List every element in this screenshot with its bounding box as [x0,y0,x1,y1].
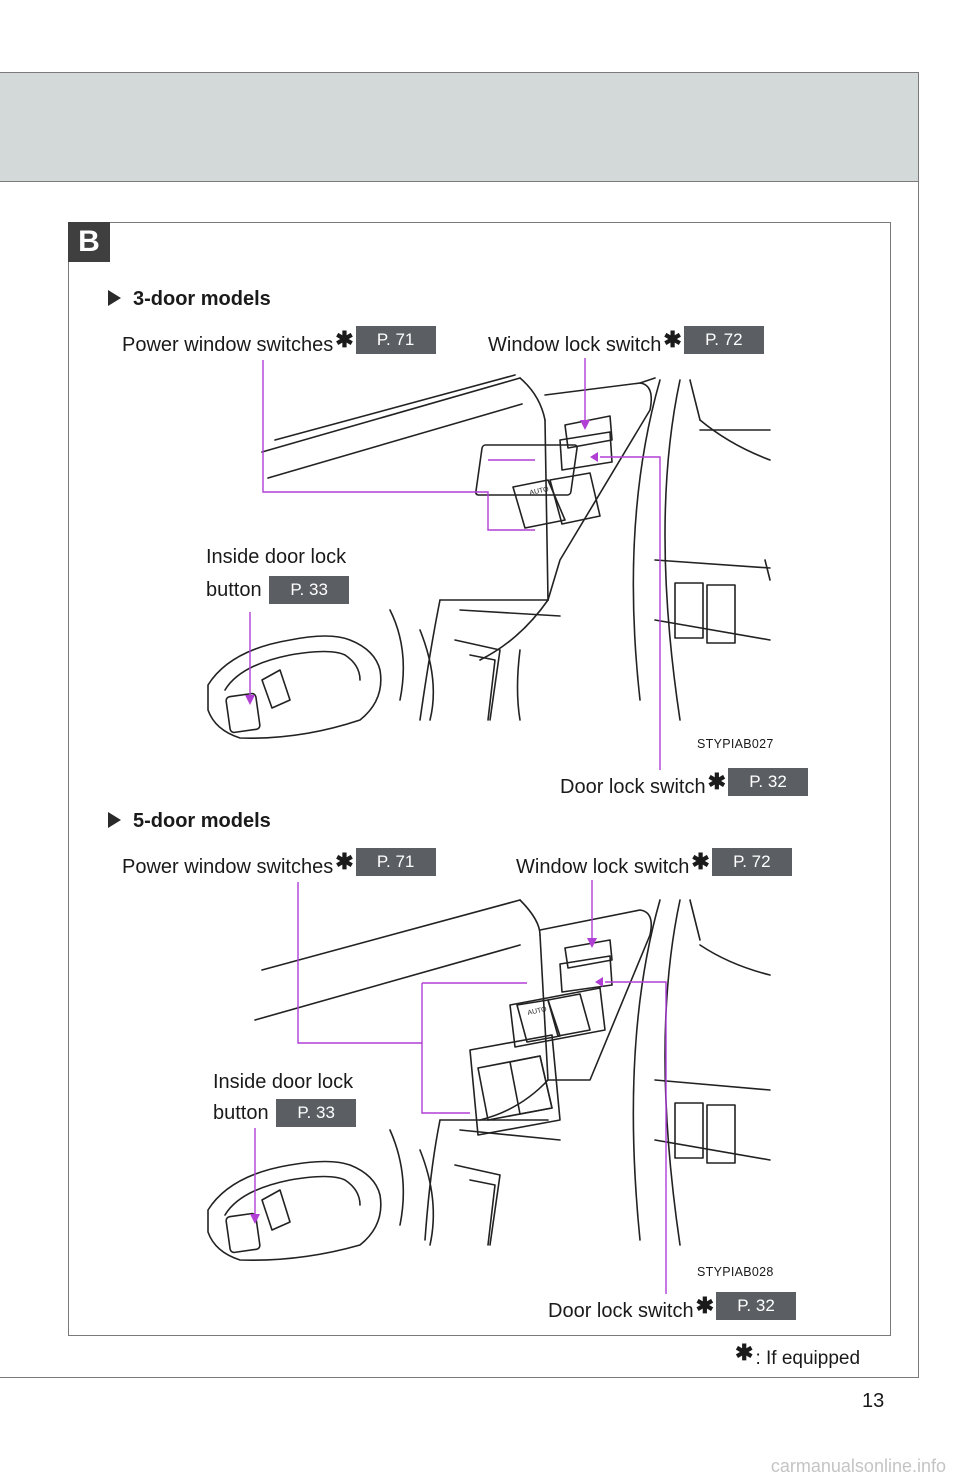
triangle-bullet-icon [108,290,121,306]
asterisk-icon: ✱ [735,1340,754,1365]
svg-text:AUTO: AUTO [527,1006,548,1017]
five-door-power-window-callout: Power window switches✱P. 71 [122,848,436,881]
page-number: 13 [862,1390,885,1412]
five-door-inside-lock-callout: button P. 33 [213,1099,357,1127]
header-band [0,72,919,182]
three-door-inside-lock-callout-line1: Inside door lock [206,546,347,568]
five-door-illustration: AUTO [207,899,771,1262]
five-door-illustration-code: STYPIAB028 [697,1265,774,1279]
asterisk-icon: ✱ [691,849,710,874]
three-door-heading: 3-door models [108,288,271,311]
page-ref-badge[interactable]: P. 71 [355,326,436,354]
three-door-window-lock-callout: Window lock switch✱P. 72 [488,326,764,359]
five-door-power-window-leader [297,882,422,1044]
svg-text:AUTO: AUTO [529,486,550,497]
page-ref-badge[interactable]: P. 72 [683,326,764,354]
page-ref-badge[interactable]: P. 33 [276,1099,357,1127]
watermark: carmanualsonline.info [770,1456,946,1476]
page-ref-badge[interactable]: P. 72 [711,848,792,876]
five-door-door-lock-callout: Door lock switch✱P. 32 [548,1292,797,1325]
asterisk-icon: ✱ [335,849,354,874]
section-badge: B [68,222,110,262]
three-door-illustration-code: STYPIAB027 [697,737,774,751]
three-door-illustration: AUTO [207,374,771,739]
asterisk-icon: ✱ [695,1293,715,1318]
page-ref-badge[interactable]: P. 33 [269,576,350,604]
page-border-bottom [0,1377,919,1378]
three-door-door-lock-leader [600,456,661,770]
page-ref-badge[interactable]: P. 32 [728,768,809,796]
footnote: ✱: If equipped [735,1340,861,1369]
three-door-inside-lock-callout: button P. 33 [206,576,350,604]
three-door-power-window-callout: Power window switches✱P. 71 [122,326,436,359]
five-door-window-lock-callout: Window lock switch✱P. 72 [516,848,792,881]
five-door-door-lock-leader [605,981,667,1294]
triangle-bullet-icon [108,812,121,828]
content-frame [68,222,891,1336]
three-door-power-window-leader [262,360,535,531]
asterisk-icon: ✱ [663,327,682,352]
page-border-right [918,180,919,1378]
page-ref-badge[interactable]: P. 32 [716,1292,797,1320]
five-door-heading: 5-door models [108,810,271,833]
five-door-inside-lock-callout-line1: Inside door lock [213,1071,354,1093]
three-door-door-lock-callout: Door lock switch✱P. 32 [560,768,809,801]
asterisk-icon: ✱ [335,327,354,352]
asterisk-icon: ✱ [707,769,727,794]
page-ref-badge[interactable]: P. 71 [355,848,436,876]
